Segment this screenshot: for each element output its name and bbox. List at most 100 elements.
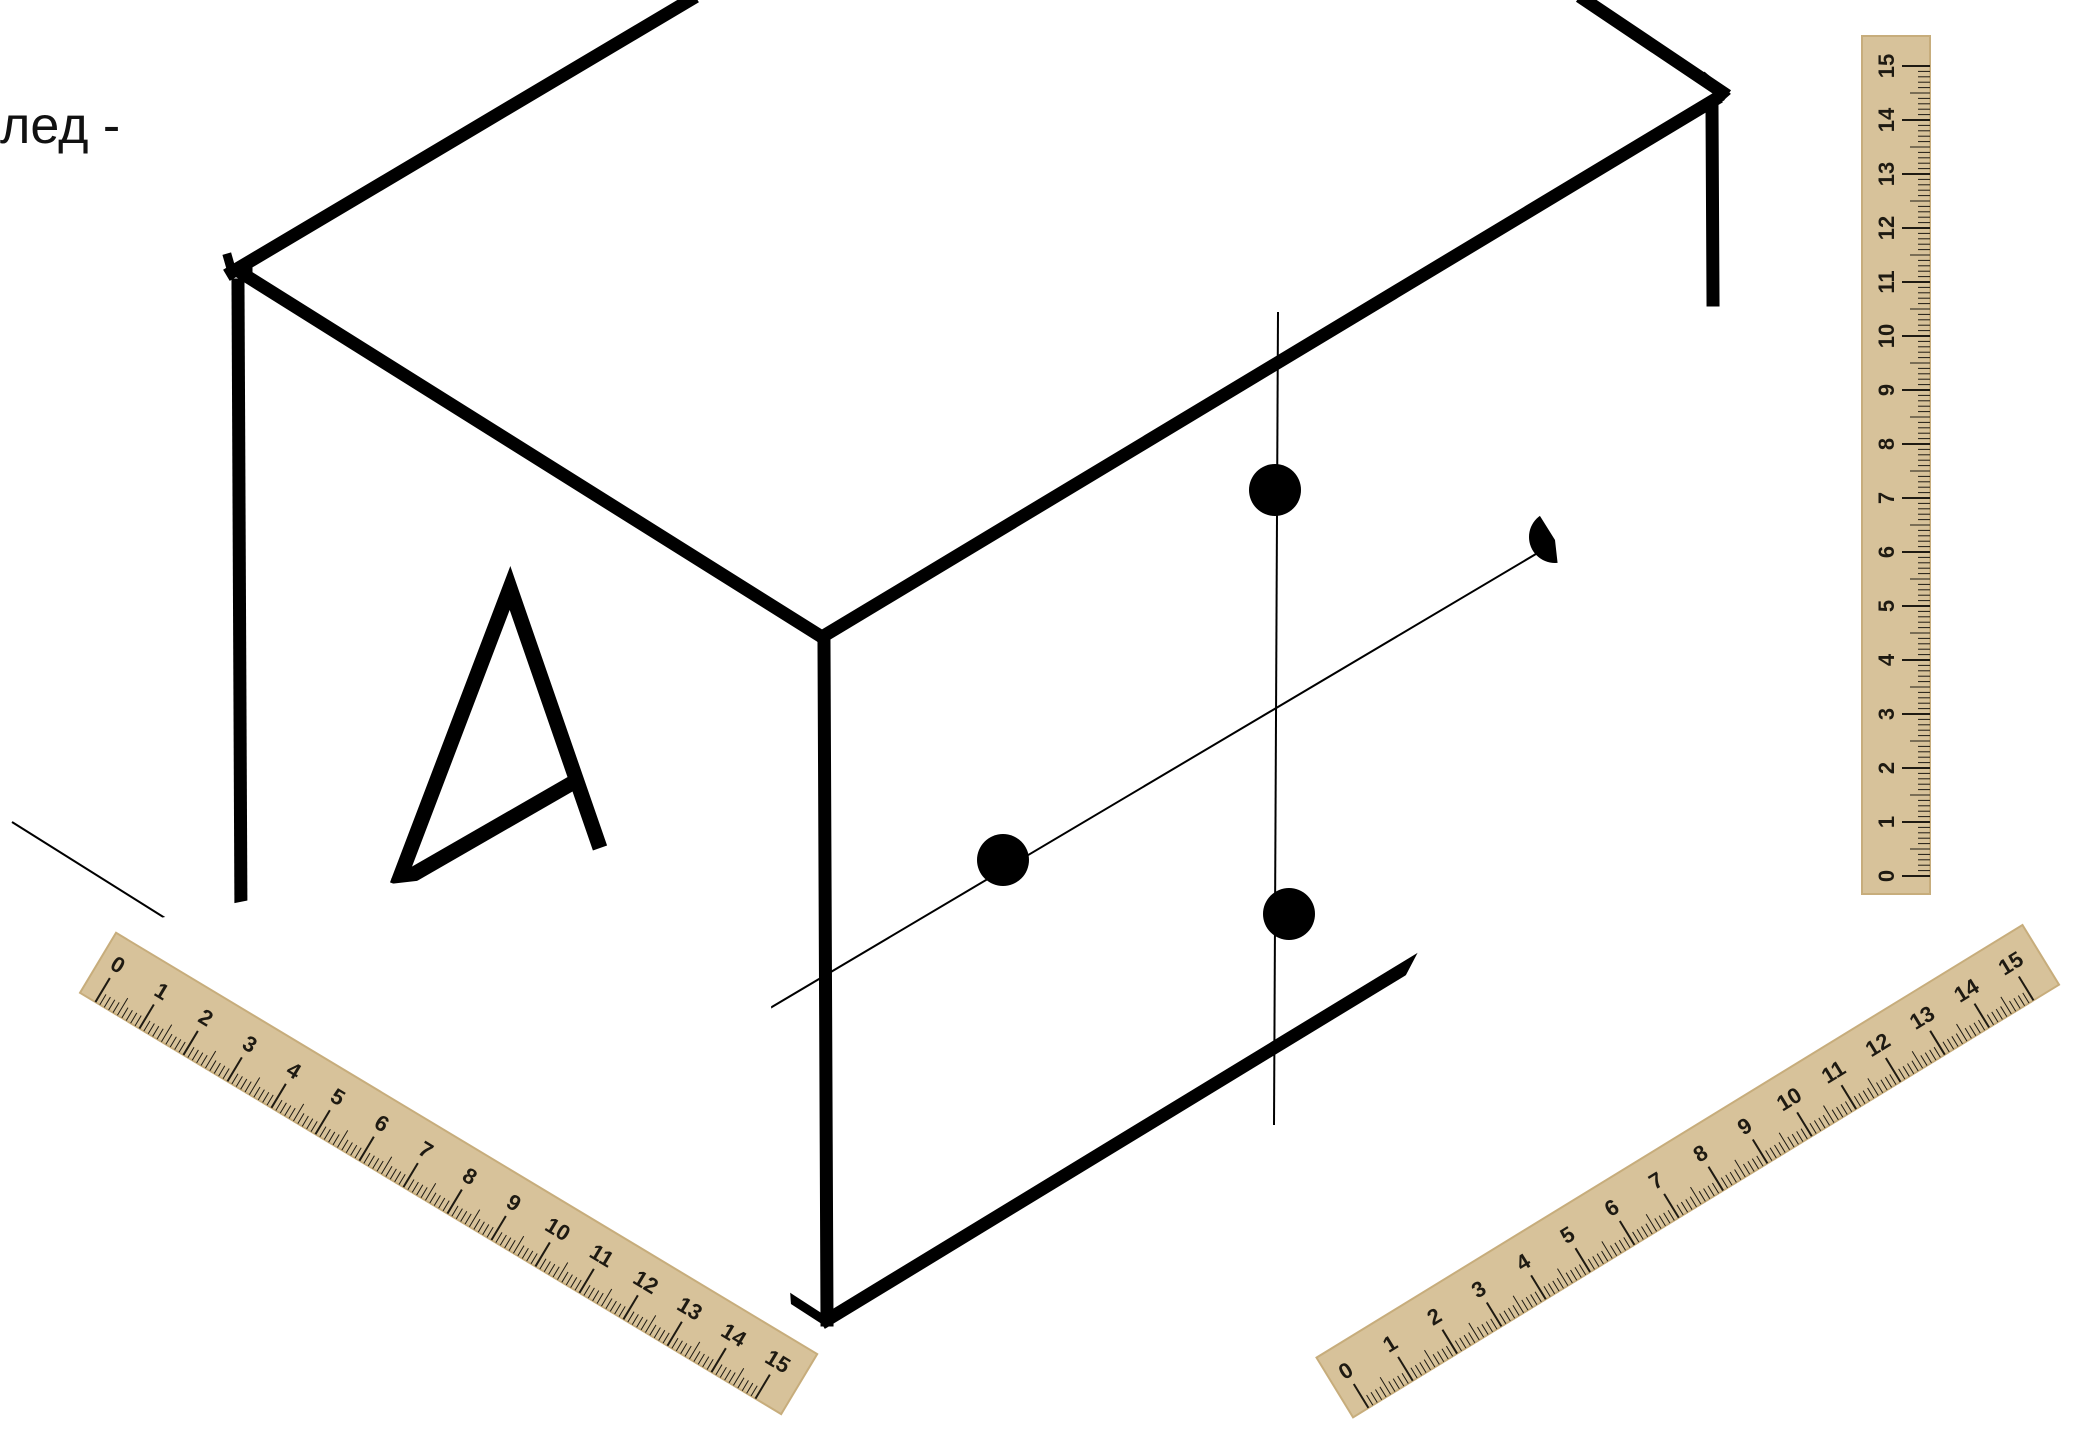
ruler-tick bbox=[1676, 1204, 1684, 1216]
ruler-tick bbox=[1618, 1220, 1636, 1246]
ruler-tick-label: 5 bbox=[1874, 600, 1899, 612]
ruler-tick bbox=[99, 994, 107, 1005]
ruler-tick bbox=[125, 1010, 133, 1021]
ruler-tick bbox=[143, 1020, 151, 1032]
ruler-tick bbox=[1370, 1391, 1378, 1403]
ruler-tick bbox=[1596, 1253, 1604, 1265]
ruler-tick bbox=[266, 1094, 274, 1106]
ruler-tick bbox=[385, 1166, 393, 1177]
ruler-tick bbox=[1432, 1353, 1440, 1365]
ruler-tick bbox=[460, 1210, 468, 1222]
ruler-tick bbox=[490, 1215, 507, 1241]
ruler-tick bbox=[169, 1036, 177, 1048]
ruler-tick bbox=[750, 1385, 758, 1397]
ruler-tick bbox=[645, 1315, 657, 1333]
ruler-tick bbox=[1986, 1014, 1994, 1026]
ruler-tick bbox=[592, 1290, 600, 1302]
ruler-tick bbox=[1454, 1340, 1462, 1352]
ruler-tick bbox=[1884, 1076, 1893, 1088]
point-lower bbox=[1263, 888, 1315, 940]
ruler-tick bbox=[724, 1369, 732, 1381]
ruler-tick bbox=[213, 1062, 221, 1074]
ruler-tick bbox=[1689, 1196, 1697, 1208]
ruler-tick bbox=[433, 1195, 441, 1206]
ruler-tick bbox=[1955, 1033, 1963, 1045]
ruler-tick bbox=[1468, 1322, 1480, 1341]
ruler-tick bbox=[398, 1173, 406, 1185]
ruler-tick bbox=[156, 1028, 164, 1040]
ruler-tick bbox=[1840, 1103, 1848, 1115]
ruler-tick bbox=[244, 1081, 252, 1093]
ruler-tick bbox=[2009, 1000, 2017, 1012]
axis-line-diagonal bbox=[732, 534, 1569, 1031]
ruler-tick bbox=[1441, 1329, 1458, 1355]
ruler-tick bbox=[1623, 1237, 1631, 1248]
ruler-tick bbox=[1556, 1277, 1564, 1289]
ruler-tick bbox=[1574, 1247, 1591, 1273]
ruler-tick bbox=[530, 1253, 538, 1265]
ruler-tick bbox=[1445, 1345, 1454, 1357]
ruler-tick bbox=[1663, 1212, 1671, 1224]
ruler-tick bbox=[1388, 1381, 1396, 1392]
ruler-tick bbox=[1889, 1074, 1897, 1085]
ruler-tick bbox=[389, 1168, 397, 1180]
ruler-tick bbox=[1920, 1055, 1928, 1066]
ruler-tick bbox=[205, 1050, 217, 1069]
ruler-tick bbox=[539, 1258, 547, 1270]
edge-top-left bbox=[223, 0, 699, 281]
ruler-tick bbox=[495, 1232, 503, 1243]
ruler-tick bbox=[345, 1142, 353, 1154]
letter-a-crossbar bbox=[391, 775, 578, 892]
ruler-tick-label: 14 bbox=[1874, 107, 1899, 132]
ruler-tick bbox=[240, 1078, 248, 1090]
ruler-tick-label: 4 bbox=[1874, 653, 1899, 666]
ruler-tick bbox=[1822, 1114, 1830, 1126]
ruler-tick bbox=[262, 1091, 270, 1103]
ruler-tick bbox=[1840, 1084, 1857, 1110]
ruler-tick bbox=[504, 1237, 512, 1249]
ruler-tick bbox=[222, 1068, 230, 1079]
ruler-tick bbox=[737, 1377, 745, 1389]
ruler-tick bbox=[631, 1314, 639, 1325]
ruler-tick-label: 2 bbox=[1874, 762, 1899, 774]
ruler-tick bbox=[1685, 1199, 1693, 1210]
ruler-tick bbox=[1414, 1364, 1423, 1376]
ruler-tick bbox=[1530, 1294, 1538, 1305]
ruler-tick bbox=[543, 1261, 551, 1272]
ruler-tick bbox=[517, 1245, 525, 1257]
ruler-tick bbox=[174, 1039, 182, 1050]
ruler-tick bbox=[1751, 1138, 1769, 1164]
ruler-tick bbox=[1419, 1362, 1427, 1373]
ruler-tick bbox=[1552, 1280, 1560, 1292]
ruler-tick bbox=[1459, 1337, 1467, 1349]
ruler-tick bbox=[1787, 1136, 1795, 1148]
ruler-tick bbox=[117, 997, 129, 1016]
ruler-tick bbox=[1991, 1011, 1999, 1023]
ruler-tick bbox=[680, 1343, 688, 1354]
ruler-tick bbox=[1929, 1049, 1937, 1061]
ruler-tick bbox=[1823, 1105, 1835, 1123]
ruler-tick bbox=[1645, 1213, 1658, 1232]
ruler-tick bbox=[499, 1234, 507, 1246]
ruler-tick bbox=[1778, 1132, 1791, 1151]
ruler-tick bbox=[697, 1353, 705, 1365]
ruler-tick bbox=[1424, 1349, 1436, 1368]
ruler-tick bbox=[653, 1327, 661, 1339]
ruler-tick bbox=[1375, 1389, 1383, 1401]
ruler-tick bbox=[1956, 1023, 1968, 1042]
ruler-tick bbox=[306, 1118, 314, 1130]
ruler-tick bbox=[381, 1156, 393, 1175]
ruler-tick bbox=[1836, 1106, 1844, 1118]
ruler-tick bbox=[147, 1023, 155, 1035]
ruler-tick bbox=[1565, 1272, 1573, 1284]
ruler-tick bbox=[1831, 1109, 1839, 1121]
ruler-tick bbox=[1654, 1218, 1662, 1229]
ruler-tick bbox=[741, 1380, 749, 1391]
ruler-tick bbox=[1902, 1065, 1910, 1077]
ruler-tick bbox=[1680, 1201, 1689, 1213]
ruler-tick bbox=[187, 1047, 195, 1058]
ruler-tick-label: 9 bbox=[1874, 384, 1899, 396]
ruler-tick bbox=[1796, 1111, 1813, 1137]
ruler-tick bbox=[1543, 1286, 1551, 1297]
